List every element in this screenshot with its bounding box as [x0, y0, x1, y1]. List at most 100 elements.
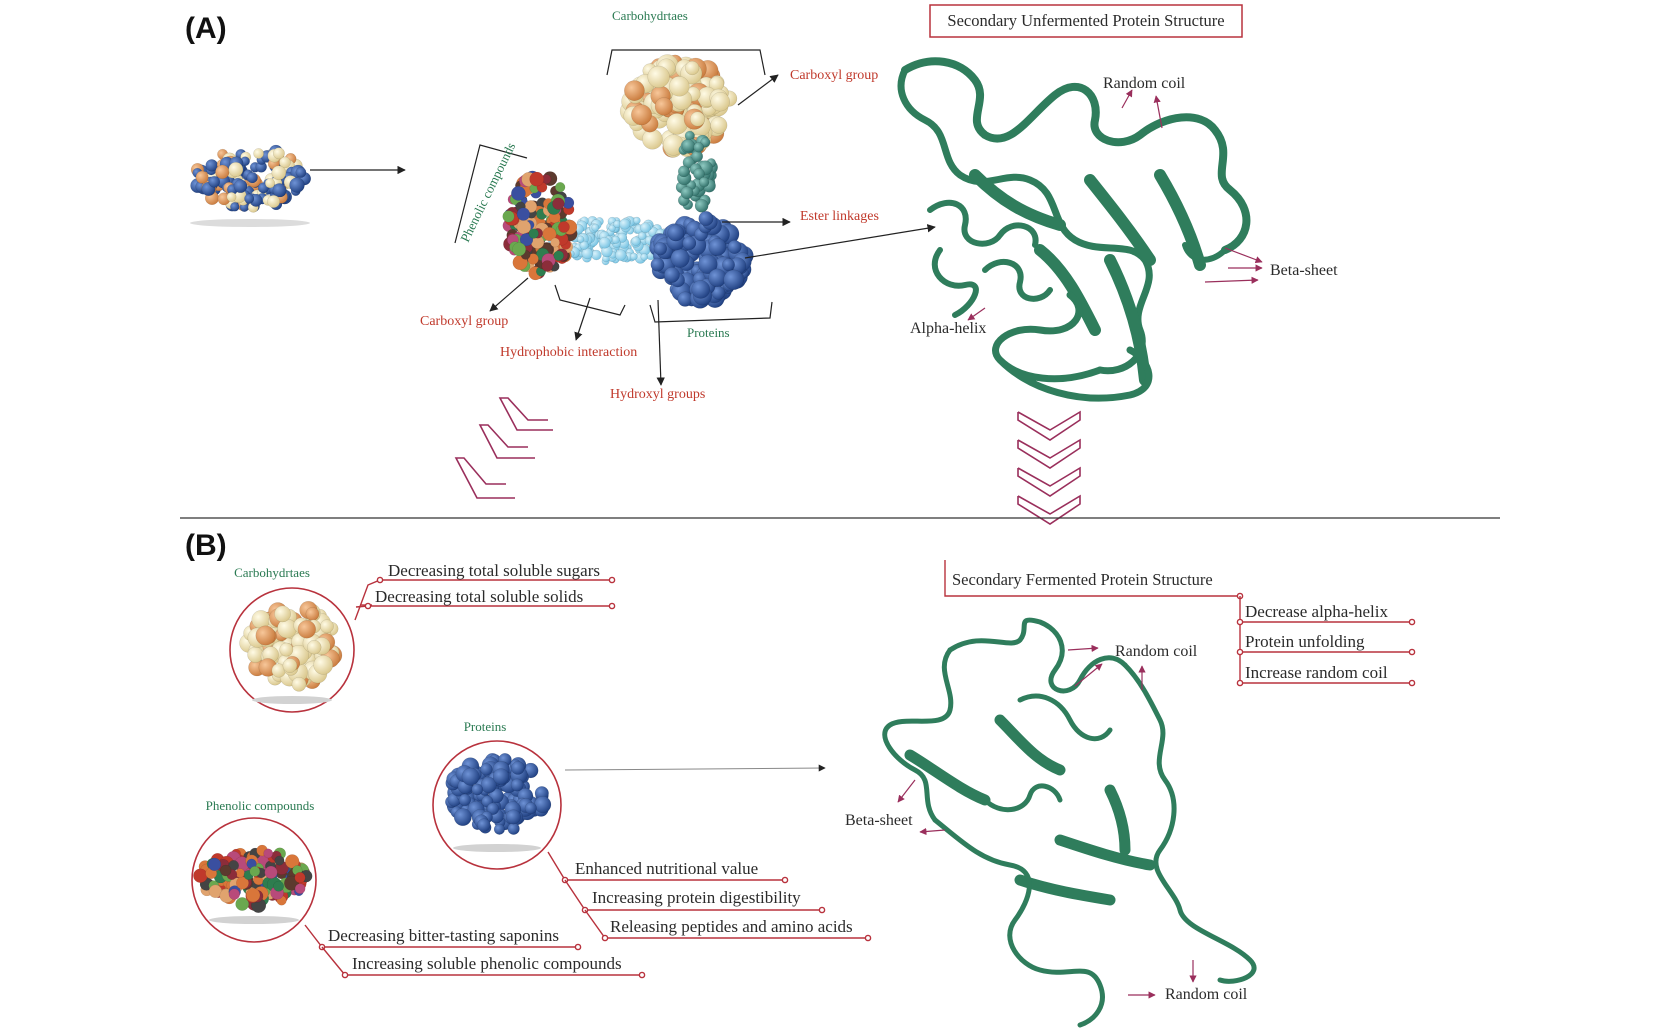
unfermented-title: Secondary Unfermented Protein Structure [947, 11, 1224, 30]
atom-sphere [709, 238, 726, 255]
atom-sphere [671, 249, 690, 268]
phenolic-effect-2: Increasing soluble phenolic compounds [352, 954, 622, 973]
atom-sphere [193, 869, 207, 883]
atom-sphere [641, 254, 648, 261]
atom-sphere [295, 884, 305, 894]
proteins-label-b: Proteins [464, 719, 507, 734]
atom-sphere [477, 819, 490, 832]
random-coil-label-b-top: Random coil [1115, 643, 1198, 660]
atom-sphere [682, 139, 695, 152]
atom-sphere [230, 202, 239, 211]
atom-sphere [512, 243, 525, 256]
atom-sphere [511, 779, 523, 791]
atom-sphere [493, 769, 509, 785]
atom-sphere [480, 763, 492, 775]
atom-sphere [307, 640, 321, 654]
atom-sphere [247, 172, 258, 183]
atom-sphere [651, 258, 664, 271]
atom-sphere [529, 229, 539, 239]
atom-sphere [295, 872, 306, 883]
atom-sphere [631, 105, 651, 125]
atom-sphere [196, 171, 208, 183]
arrow-hydroxyl [658, 300, 661, 385]
atom-sphere [728, 240, 741, 253]
atom-sphere [208, 858, 221, 871]
atom-sphere [555, 182, 565, 192]
carb-effect-1: Decreasing total soluble sugars [388, 561, 600, 580]
atom-sphere [690, 112, 705, 127]
atom-sphere [642, 129, 662, 149]
hydrophobic-bracket [555, 285, 625, 315]
atom-sphere [283, 659, 297, 673]
protein-effect-1: Enhanced nutritional value [575, 859, 758, 878]
atom-sphere [692, 280, 710, 298]
beta-sheet-label-a: Beta-sheet [1270, 262, 1338, 279]
atom-sphere [654, 242, 667, 255]
atom-sphere [306, 607, 319, 620]
carb-effect-2: Decreasing total soluble solids [375, 587, 583, 606]
atom-sphere [525, 802, 537, 814]
atom-sphere [638, 232, 646, 240]
atom-sphere [711, 92, 730, 111]
atom-sphere [511, 186, 525, 200]
hydroxyl-label: Hydroxyl groups [610, 387, 705, 402]
atom-sphere [624, 81, 644, 101]
arrow-beta-1 [1225, 248, 1262, 262]
cluster-shadow [453, 844, 541, 852]
beta-sheet-label-b: Beta-sheet [845, 812, 913, 829]
atom-sphere [256, 626, 275, 645]
atom-sphere [459, 794, 471, 806]
atom-sphere [577, 236, 584, 243]
chevron-icon [500, 398, 553, 430]
atom-sphere [314, 655, 333, 674]
arrow-coil-1 [1122, 90, 1132, 108]
cluster-shadow [252, 696, 332, 704]
atom-sphere [220, 865, 231, 876]
protein-effect-3: Releasing peptides and amino acids [610, 917, 853, 936]
atom-sphere [669, 76, 689, 96]
atom-sphere [683, 236, 696, 249]
atom-sphere [280, 643, 293, 656]
atom-sphere [511, 761, 524, 774]
atom-sphere [273, 148, 284, 159]
atom-sphere [694, 142, 704, 152]
chevrons-left [456, 398, 553, 498]
atom-sphere [699, 211, 714, 226]
atom-sphere [599, 237, 610, 248]
phenolic-label-b: Phenolic compounds [206, 798, 315, 813]
atom-sphere [664, 267, 679, 282]
arrow-coil-b-1 [1068, 648, 1098, 650]
arrow-beta-b-2 [920, 830, 945, 832]
atom-sphere [620, 219, 631, 230]
chevrons-down [1018, 412, 1080, 524]
atom-sphere [506, 810, 521, 825]
atom-sphere [292, 677, 306, 691]
phenolic-effect-1: Decreasing bitter-tasting saponins [328, 926, 559, 945]
arrow-to-unfermented [745, 227, 935, 258]
atom-sphere [558, 221, 569, 232]
atom-sphere [724, 270, 744, 290]
arrow-to-fermented [565, 768, 825, 770]
carbohydrates-label-b: Carbohydrtaes [234, 565, 310, 580]
atom-sphere [592, 224, 599, 231]
atom-sphere [298, 620, 316, 638]
atom-sphere [633, 217, 640, 224]
atom-sphere [320, 620, 333, 633]
atom-sphere [708, 269, 726, 287]
atom-sphere [250, 866, 260, 876]
protein-cluster [650, 211, 754, 308]
atom-sphere [265, 866, 278, 879]
atom-sphere [640, 223, 650, 233]
atom-sphere [648, 66, 670, 88]
hydrophobic-label: Hydrophobic interaction [500, 345, 637, 360]
structure-effect-1: Decrease alpha-helix [1245, 602, 1388, 621]
atom-sphere [553, 198, 565, 210]
atom-sphere [711, 117, 728, 134]
chevron-icon [1018, 468, 1080, 496]
atom-sphere [554, 251, 564, 261]
atom-sphere [508, 823, 520, 835]
atom-sphere [692, 151, 703, 162]
atom-sphere [530, 172, 544, 186]
arrow-carboxyl-top [738, 75, 778, 105]
random-coil-label-b-bottom: Random coil [1165, 986, 1248, 1003]
